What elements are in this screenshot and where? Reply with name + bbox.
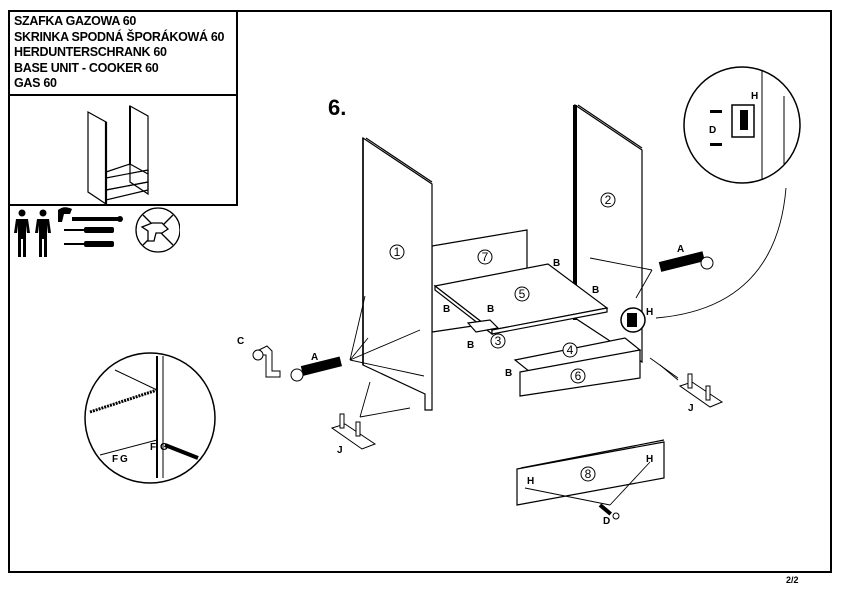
fitting-J-right-foot <box>678 373 724 408</box>
tools-row <box>14 207 180 257</box>
fitting-A-right-bolt <box>658 251 714 272</box>
label-G-2: G <box>160 442 168 453</box>
part-4-label: 4 <box>567 343 574 357</box>
step-number: 6. <box>328 95 347 120</box>
label-A-right: A <box>677 244 684 255</box>
fitting-D-screw <box>598 503 620 520</box>
part-5-marker <box>514 286 530 302</box>
detail-circle-hinge <box>683 66 801 184</box>
label-B-3: B <box>443 304 450 315</box>
fitting-J-left-foot <box>330 413 377 450</box>
fitting-A-left-bolt <box>290 356 343 382</box>
label-C: C <box>237 336 244 347</box>
cabinet-preview-drawing <box>87 104 149 206</box>
label-B-4: B <box>487 304 494 315</box>
title-line-de: HERDUNTERSCHRANK 60 <box>14 45 167 59</box>
hammer-icon <box>58 207 123 222</box>
part-1-marker <box>389 244 405 260</box>
part-2-marker <box>600 192 616 208</box>
panel-1-left-side <box>362 136 433 411</box>
product-preview-box <box>8 94 238 206</box>
part-1-label: 1 <box>394 245 401 259</box>
label-B-6: B <box>505 368 512 379</box>
fitting-C-cam-key <box>252 345 281 378</box>
label-F-2: F <box>150 442 156 453</box>
part-8-marker <box>580 466 596 482</box>
label-G-1: G <box>120 454 128 465</box>
screwdriver-icon <box>64 227 114 233</box>
part-7-label: 7 <box>482 250 489 264</box>
screwdriver-icon <box>64 241 114 247</box>
no-power-drill-icon <box>135 207 180 253</box>
guide-lines <box>349 187 787 506</box>
label-H-panel8-left: H <box>527 476 534 487</box>
label-B-5: B <box>467 340 474 351</box>
label-B-2: B <box>592 285 599 296</box>
label-H-detail: H <box>751 91 758 102</box>
part-5-label: 5 <box>519 287 526 301</box>
part-2-label: 2 <box>605 193 612 207</box>
label-H-panel8-right: H <box>646 454 653 465</box>
fitting-H-hinge-plate <box>620 307 646 333</box>
label-J-right: J <box>688 403 694 414</box>
label-J-left: J <box>337 445 343 456</box>
title-line-gas: GAS 60 <box>14 76 57 90</box>
label-H-main: H <box>646 307 653 318</box>
title-line-sk: SKRINKA SPODNÁ ŠPORÁKOWÁ 60 <box>14 29 225 44</box>
title-block: SZAFKA GAZOWA 60 SKRINKA SPODNÁ ŠPORÁKOW… <box>8 10 238 96</box>
part-3-label: 3 <box>495 334 502 348</box>
part-4-marker <box>562 342 578 358</box>
page-indicator: 2/2 <box>786 575 799 585</box>
preview-plinth <box>105 181 149 201</box>
part-7-marker <box>477 249 493 265</box>
page-frame <box>8 10 832 573</box>
part-8-label: 8 <box>585 467 592 481</box>
part-3-marker <box>490 333 506 349</box>
label-A-left: A <box>311 352 318 363</box>
title-line-en: BASE UNIT - COOKER 60 <box>14 60 159 75</box>
panel-3-rail <box>466 319 500 333</box>
title-line-pl: SZAFKA GAZOWA 60 <box>14 14 137 28</box>
label-D-panel8: D <box>603 516 610 527</box>
label-B-1: B <box>553 258 560 269</box>
label-D-detail: D <box>709 125 716 136</box>
detail-circle-dowels <box>84 352 216 484</box>
label-F-1: F <box>112 454 118 465</box>
part-6-label: 6 <box>575 369 582 383</box>
part-6-marker <box>570 368 586 384</box>
two-person-assembly-icon <box>14 209 51 257</box>
